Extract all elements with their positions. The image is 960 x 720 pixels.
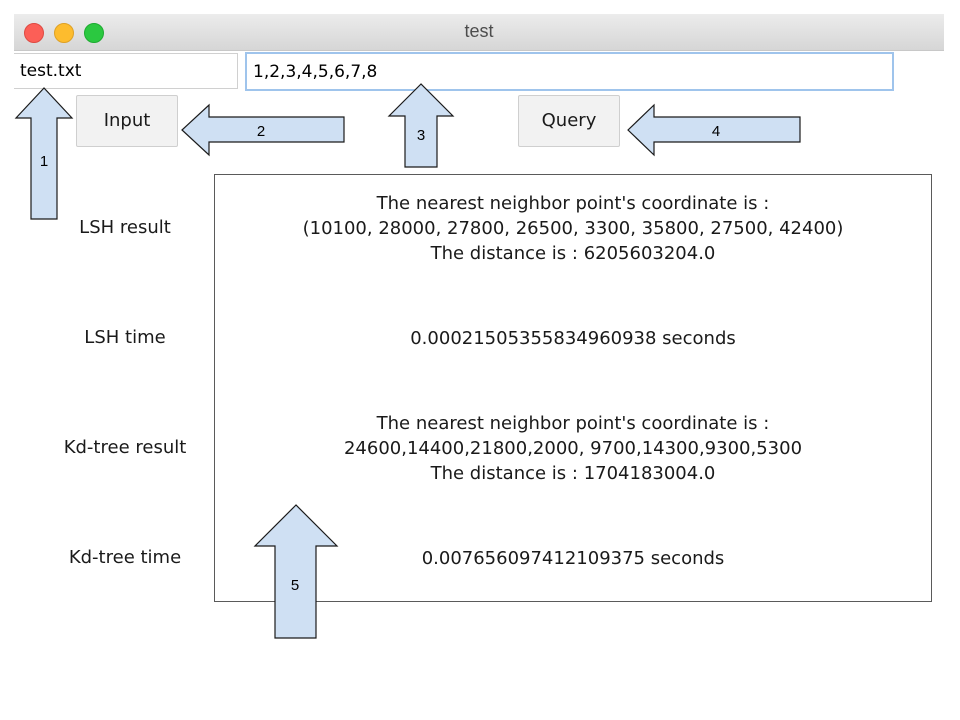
kd-result-line-1: The nearest neighbor point's coordinate … — [376, 413, 770, 434]
minimize-window-button[interactable] — [54, 23, 74, 43]
kd-result-label: Kd-tree result — [63, 437, 187, 458]
lsh-time-value: 0.00021505355834960938 seconds — [410, 328, 736, 349]
lsh-result-line-1: The nearest neighbor point's coordinate … — [376, 193, 770, 214]
input-button[interactable]: Input — [76, 95, 178, 147]
kd-time-label: Kd-tree time — [68, 547, 182, 568]
kd-result-coordinates: 24600,14400,21800,2000, 9700,14300,9300,… — [343, 438, 803, 459]
kd-time-value: 0.007656097412109375 seconds — [421, 548, 725, 569]
window-title: test — [464, 21, 494, 41]
title-bar: test — [14, 14, 944, 51]
lsh-result-distance: The distance is : 6205603204.0 — [430, 243, 716, 264]
lsh-time-label: LSH time — [84, 327, 166, 348]
query-button[interactable]: Query — [518, 95, 620, 147]
kd-result-text: The nearest neighbor point's coordinate … — [214, 411, 932, 486]
file-input[interactable] — [14, 53, 238, 89]
zoom-window-button[interactable] — [84, 23, 104, 43]
lsh-result-coordinates: (10100, 28000, 27800, 26500, 3300, 35800… — [302, 218, 844, 239]
lsh-result-text: The nearest neighbor point's coordinate … — [214, 191, 932, 266]
query-input[interactable] — [245, 52, 894, 91]
close-window-button[interactable] — [24, 23, 44, 43]
kd-result-distance: The distance is : 1704183004.0 — [430, 463, 716, 484]
lsh-result-label: LSH result — [79, 217, 171, 238]
